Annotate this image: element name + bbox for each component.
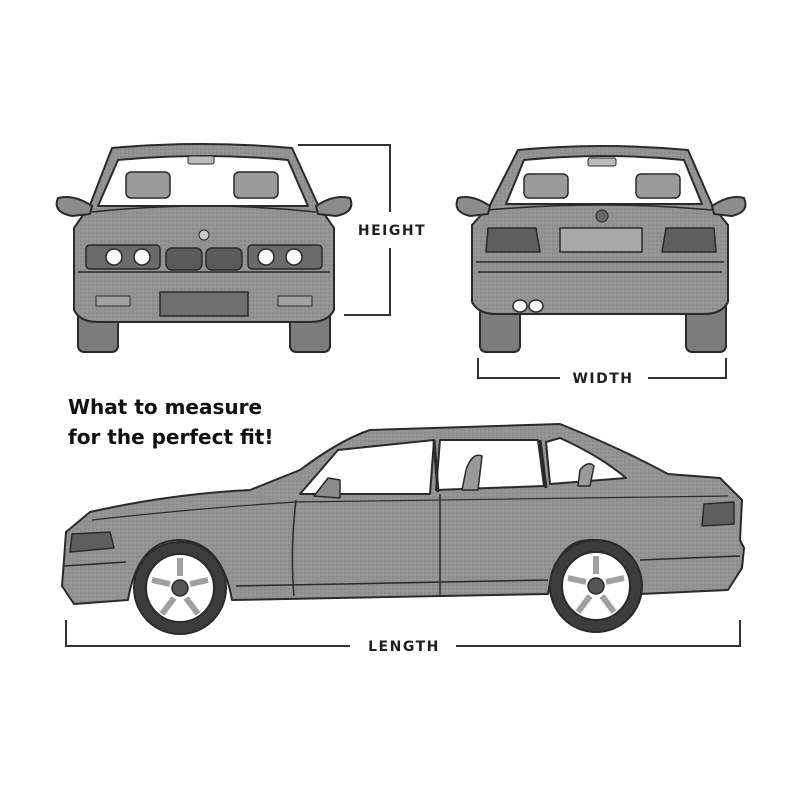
length-label: LENGTH <box>368 639 440 655</box>
rear-wheel <box>549 539 643 633</box>
height-label: HEIGHT <box>358 223 426 239</box>
width-label: WIDTH <box>572 371 633 387</box>
front-wheel <box>133 541 227 635</box>
side-view-car <box>61 423 745 605</box>
heading-line-2: for the perfect fit! <box>68 425 274 449</box>
rear-view-car <box>455 145 747 353</box>
measure-heading: What to measure for the perfect fit! <box>68 392 328 452</box>
length-dimension-line <box>65 620 741 647</box>
height-dimension-line <box>298 144 391 316</box>
front-view-car <box>55 143 353 353</box>
heading-line-1: What to measure <box>68 395 263 419</box>
width-dimension-line <box>477 358 727 379</box>
